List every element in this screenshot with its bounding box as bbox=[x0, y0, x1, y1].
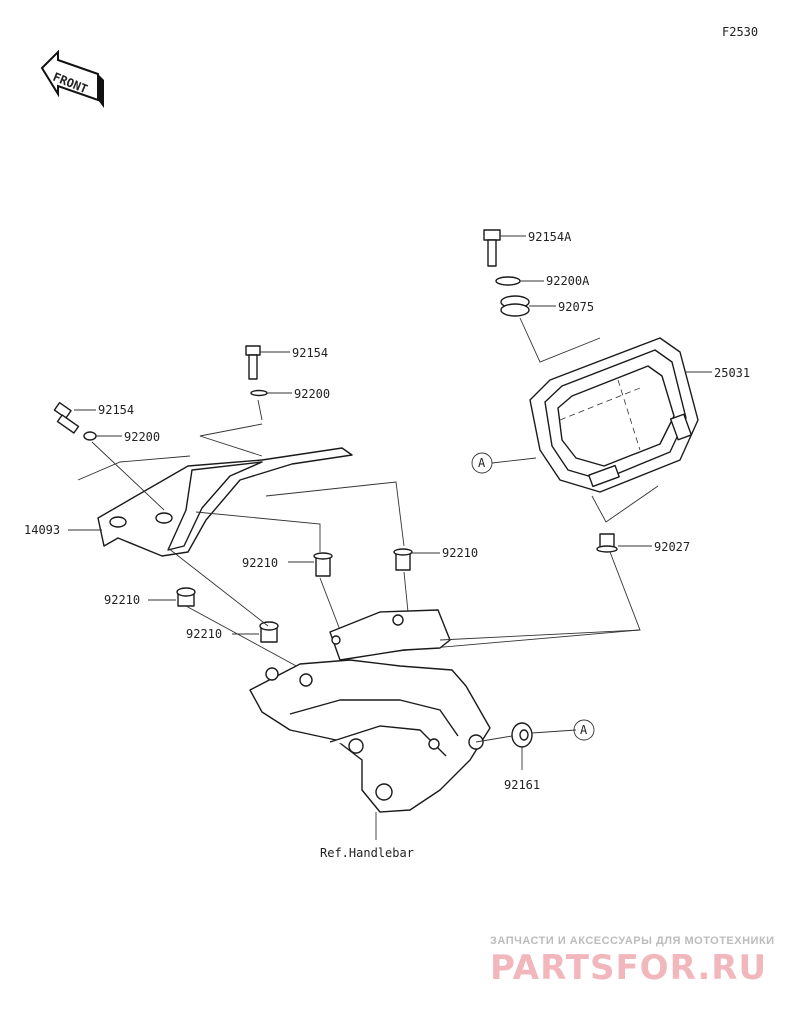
collar-92210-left-icon bbox=[176, 587, 196, 607]
meter-assembly-25031-icon bbox=[529, 337, 699, 493]
label-92210-lower: 92210 bbox=[186, 627, 222, 641]
label-92210-left: 92210 bbox=[104, 593, 140, 607]
washer-92200-upper-icon bbox=[250, 389, 268, 397]
front-arrow-icon: FRONT bbox=[40, 49, 104, 108]
cover-14093-icon bbox=[97, 447, 353, 557]
callout-a-nut-text: A bbox=[580, 723, 588, 737]
label-92161: 92161 bbox=[504, 778, 540, 792]
collar-92210-mid-right-icon bbox=[393, 548, 413, 571]
collar-92210-lower-icon bbox=[259, 621, 279, 643]
label-92027: 92027 bbox=[654, 540, 690, 554]
label-92154-left: 92154 bbox=[98, 403, 134, 417]
label-92200-left: 92200 bbox=[124, 430, 160, 444]
label-25031: 25031 bbox=[714, 366, 750, 380]
meter-bracket-icon bbox=[249, 609, 491, 813]
washer-92200A-icon bbox=[495, 276, 521, 286]
label-92154-upper: 92154 bbox=[292, 346, 328, 360]
grommet-92075-icon bbox=[500, 295, 530, 317]
label-92200A: 92200A bbox=[546, 274, 590, 288]
label-92200-upper: 92200 bbox=[294, 387, 330, 401]
reference-handlebar: Ref.Handlebar bbox=[320, 846, 414, 860]
bolt-92154-upper-icon bbox=[245, 345, 261, 380]
label-92154A: 92154A bbox=[528, 230, 572, 244]
nut-92161-icon bbox=[511, 722, 533, 748]
label-92210-mid-right: 92210 bbox=[442, 546, 478, 560]
watermark-tagline: ЗАПЧАСТИ И АКСЕССУАРЫ ДЛЯ МОТОТЕХНИКИ bbox=[490, 935, 775, 947]
callout-a-meter-text: A bbox=[478, 456, 486, 470]
bolt-92154-left-icon bbox=[53, 402, 80, 434]
bolt-92154A-icon bbox=[483, 229, 501, 267]
label-92210-mid-left: 92210 bbox=[242, 556, 278, 570]
collar-92027-icon bbox=[596, 533, 618, 553]
washer-92200-left-icon bbox=[83, 431, 97, 441]
watermark-logo: PARTSFOR.RU bbox=[490, 948, 768, 988]
figure-code: F2530 bbox=[722, 25, 758, 39]
callout-a-nut bbox=[573, 719, 595, 741]
label-92075: 92075 bbox=[558, 300, 594, 314]
collar-92210-mid-left-icon bbox=[313, 552, 333, 577]
label-14093: 14093 bbox=[24, 523, 60, 537]
